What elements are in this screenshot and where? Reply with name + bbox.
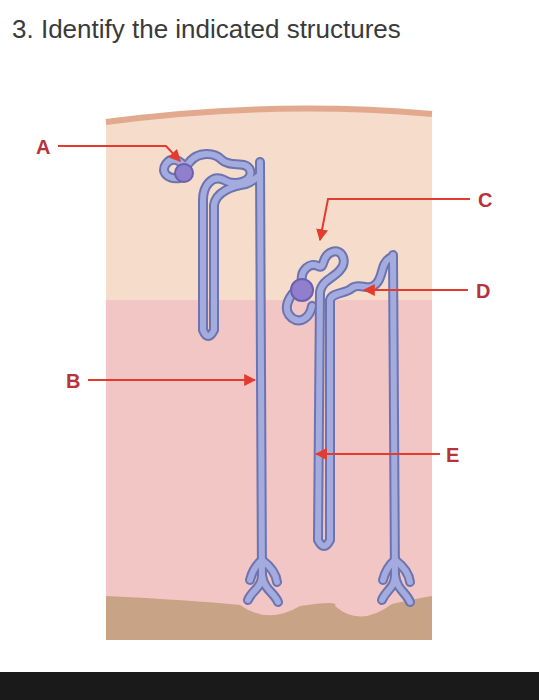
callout-letter: D <box>474 280 492 302</box>
glomerulus <box>291 279 313 301</box>
question-title: 3. Identify the indicated structures <box>12 14 401 45</box>
medulla-region <box>106 109 432 640</box>
callout-letter: C <box>476 189 494 211</box>
callout-letter: A <box>34 136 52 158</box>
leader-lines <box>58 146 470 454</box>
callout-letter: E <box>444 444 461 466</box>
photo-edge <box>0 672 539 700</box>
glomerulus <box>175 164 193 182</box>
callout-letter: B <box>64 370 82 392</box>
capsule-edge <box>106 109 432 122</box>
